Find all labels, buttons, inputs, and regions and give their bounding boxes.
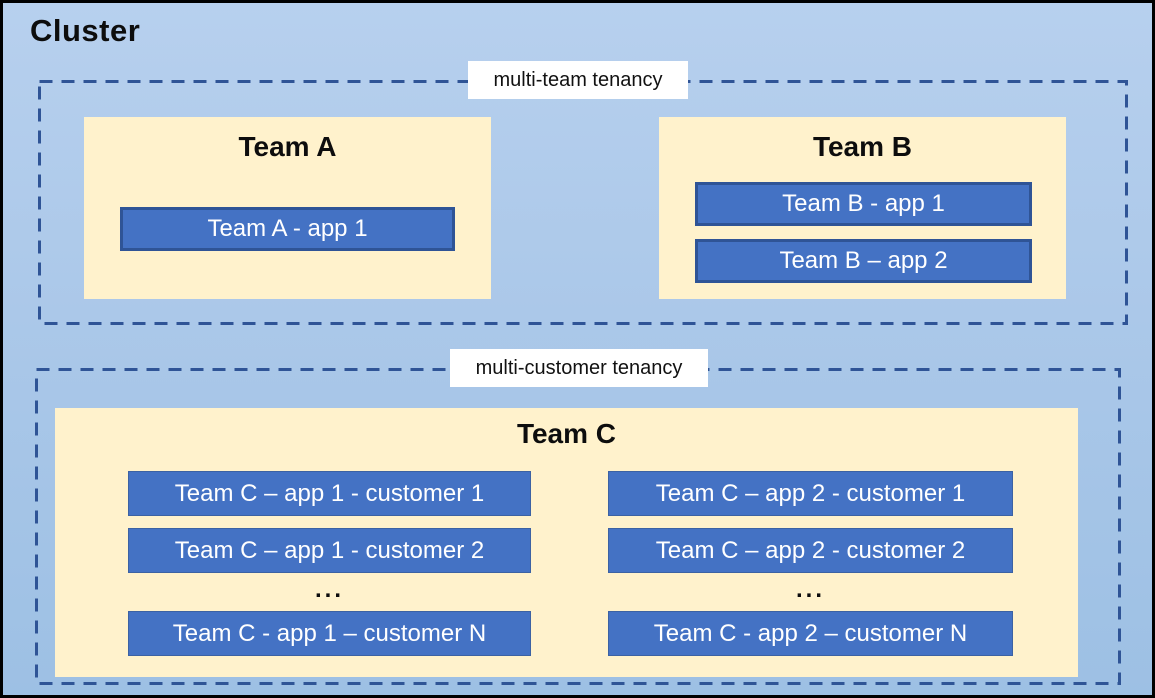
team-a-box: Team A Team A - app 1 <box>84 117 491 299</box>
team-c-app1-customerN-box: Team C - app 1 – customer N <box>128 611 531 656</box>
cluster-title: Cluster <box>30 13 141 48</box>
team-a-app-1-box: Team A - app 1 <box>120 207 455 251</box>
team-c-title: Team C <box>516 418 617 449</box>
team-a-title: Team A <box>238 131 337 162</box>
team-b-title: Team B <box>812 131 913 162</box>
team-b-app-2-box: Team B – app 2 <box>695 239 1032 283</box>
team-c-box: Team C Team C – app 1 - customer 1 Team … <box>55 408 1078 677</box>
team-c-app1-ellipsis: ... <box>314 576 344 603</box>
multi-customer-region <box>35 368 1121 685</box>
multi-team-region <box>38 80 1128 325</box>
team-c-app2-customerN-box: Team C - app 2 – customer N <box>608 611 1013 656</box>
multi-team-tenancy-label: multi-team tenancy <box>468 61 688 99</box>
team-c-app2-customer1-box: Team C – app 2 - customer 1 <box>608 471 1013 516</box>
team-c-app2-ellipsis: ... <box>795 576 825 603</box>
dashed-border <box>35 368 1121 685</box>
team-b-box: Team B Team B - app 1 Team B – app 2 <box>659 117 1066 299</box>
multi-customer-tenancy-label: multi-customer tenancy <box>450 349 708 387</box>
dashed-border <box>38 80 1128 325</box>
team-b-app-1-box: Team B - app 1 <box>695 182 1032 226</box>
team-c-app2-customer2-box: Team C – app 2 - customer 2 <box>608 528 1013 573</box>
team-c-app1-customer2-box: Team C – app 1 - customer 2 <box>128 528 531 573</box>
team-c-app1-customer1-box: Team C – app 1 - customer 1 <box>128 471 531 516</box>
